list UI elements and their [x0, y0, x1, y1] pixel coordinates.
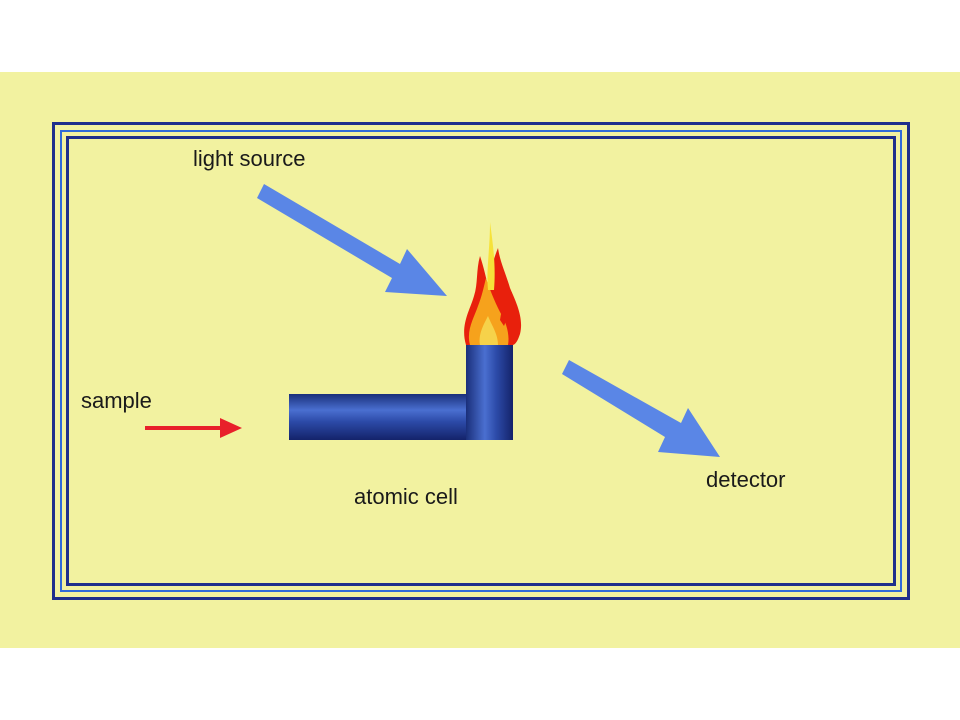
light-source-label: light source: [193, 146, 306, 171]
atomic-cell-tube: [289, 345, 513, 440]
flame-icon: [464, 222, 522, 345]
atomic-cell-label: atomic cell: [354, 484, 458, 509]
sample-arrow: [145, 418, 242, 438]
light-beam-arrow: [257, 184, 447, 296]
sample-label: sample: [81, 388, 152, 413]
diagram-frame: [52, 122, 910, 600]
detector-beam-arrow: [562, 360, 720, 457]
detector-label: detector: [706, 467, 786, 492]
